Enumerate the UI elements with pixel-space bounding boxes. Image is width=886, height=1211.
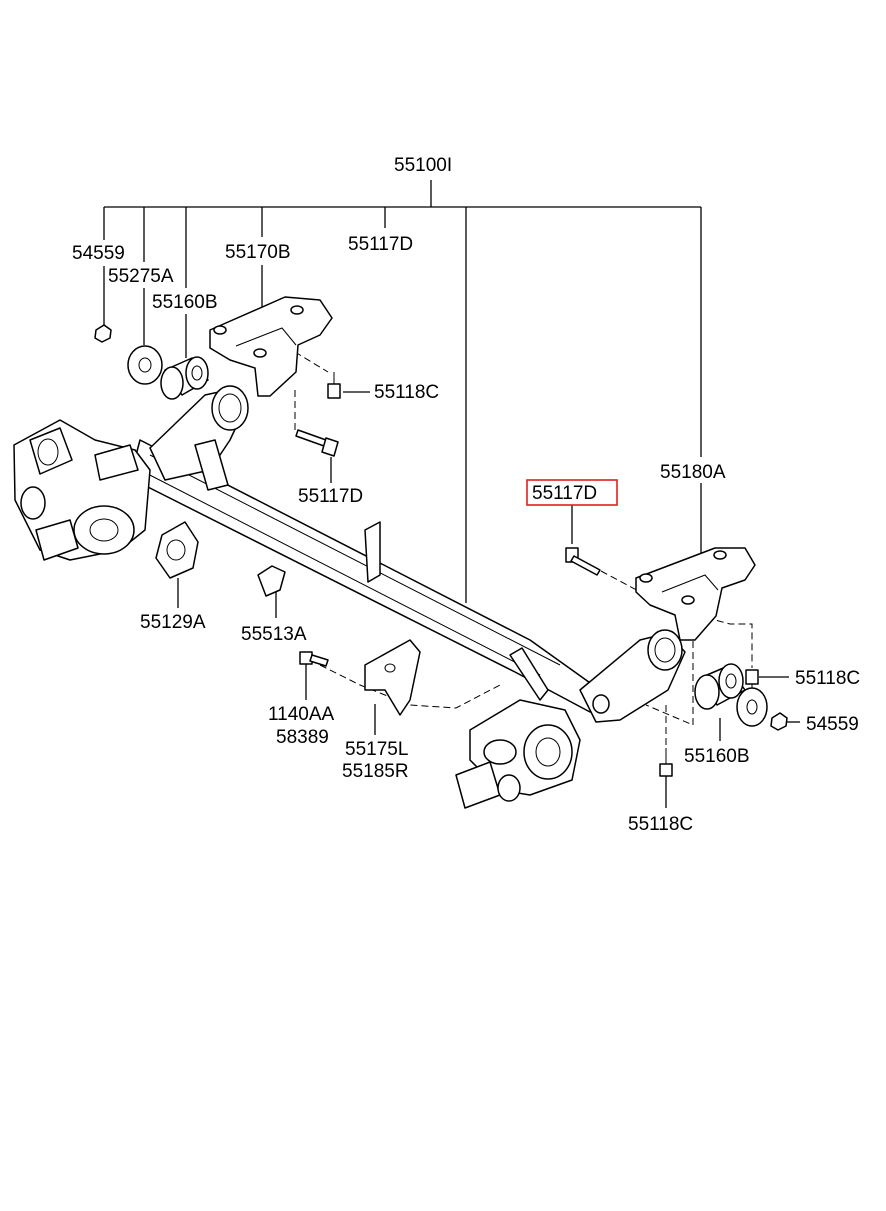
leader-lines <box>103 180 800 808</box>
small-parts <box>94 324 788 777</box>
assembly-dashed-lines <box>294 351 753 745</box>
left-bracket-55170b <box>209 296 333 397</box>
label-bolt-highlight[interactable]: 55117D <box>532 483 597 504</box>
highlight-box <box>526 479 618 506</box>
axle-beam <box>129 439 601 713</box>
label-screw-left[interactable]: 55118C <box>374 382 439 403</box>
label-bracket-left[interactable]: 55170B <box>225 242 291 263</box>
label-nut-left[interactable]: 54559 <box>72 243 125 264</box>
left-trailing-arm <box>13 385 249 561</box>
label-stay-left[interactable]: 55175L <box>345 739 408 760</box>
label-nut-right[interactable]: 54559 <box>806 714 859 735</box>
label-stay-right[interactable]: 55185R <box>342 761 409 782</box>
label-clip[interactable]: 55513A <box>241 624 307 645</box>
right-trailing-arm <box>455 629 686 809</box>
label-bolt-small[interactable]: 1140AA <box>268 704 335 725</box>
label-bracket-right[interactable]: 55180A <box>660 462 726 483</box>
label-screw-right-top[interactable]: 55118C <box>795 668 860 689</box>
label-assembly[interactable]: 55100I <box>394 155 452 176</box>
label-bushing-right[interactable]: 55160B <box>684 746 750 767</box>
washer-left-icon <box>127 345 163 385</box>
nut-left-icon <box>94 324 112 343</box>
right-bracket-55180a <box>635 547 756 641</box>
label-screw-right-bottom[interactable]: 55118C <box>628 814 693 835</box>
label-plate[interactable]: 55129A <box>140 612 206 633</box>
label-bolt-small-alt[interactable]: 58389 <box>276 727 329 748</box>
label-bushing-left[interactable]: 55160B <box>152 292 218 313</box>
part-labels: 55100I 54559 55275A 55160B 55170B 55117D… <box>72 155 860 835</box>
label-bolt-top[interactable]: 55117D <box>348 234 413 255</box>
label-bolt-left[interactable]: 55117D <box>298 486 363 507</box>
label-washer-left[interactable]: 55275A <box>108 266 174 287</box>
